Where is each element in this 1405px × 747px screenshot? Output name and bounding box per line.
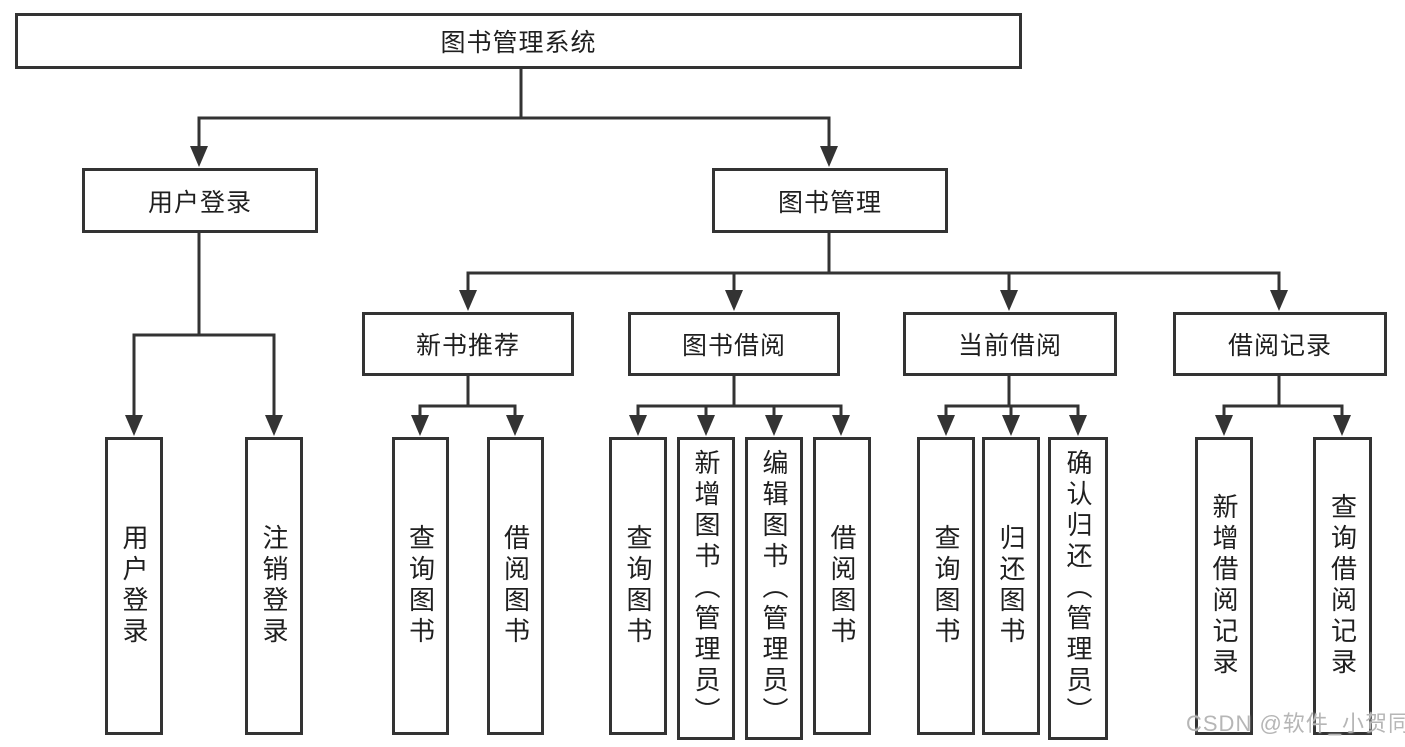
arrow-book-borrow bbox=[725, 290, 743, 311]
node-book-borrow-label: 图书借阅 bbox=[681, 332, 786, 360]
leaf-user-login: 用户登录 bbox=[105, 437, 163, 735]
arrow-leaf-borrow-2 bbox=[832, 415, 850, 436]
arrow-leaf-confirm-return bbox=[1069, 415, 1087, 436]
arrow-leaf-query-2 bbox=[629, 415, 647, 436]
node-current-borrow-label: 当前借阅 bbox=[957, 332, 1062, 360]
leaf-query-book-recommend: 查询图书 bbox=[392, 437, 449, 735]
leaf-add-book-admin: 新增图书（管理员） bbox=[677, 437, 735, 740]
node-root-label: 图书管理系统 bbox=[440, 29, 597, 57]
edge-level3-bar bbox=[466, 271, 1281, 292]
leaf-confirm-return-admin: 确认归还（管理员） bbox=[1048, 437, 1108, 740]
node-borrow-record-label: 借阅记录 bbox=[1227, 332, 1332, 360]
arrow-leaf-borrow-1 bbox=[506, 415, 524, 436]
leaf-borrow-book-recommend: 借阅图书 bbox=[487, 437, 544, 735]
leaf-edit-book-admin: 编辑图书（管理员） bbox=[745, 437, 803, 740]
node-book-management-label: 图书管理 bbox=[777, 188, 882, 217]
arrow-leaf-query-3 bbox=[937, 415, 955, 436]
arrow-new-book bbox=[459, 290, 477, 311]
leaf-query-book-current: 查询图书 bbox=[917, 437, 975, 735]
arrow-user-login bbox=[190, 146, 208, 167]
edge-level2-bar bbox=[197, 116, 831, 149]
arrow-leaf-logout bbox=[265, 415, 283, 436]
edge-book-borrow-bar bbox=[636, 404, 843, 418]
arrow-leaf-edit-book bbox=[765, 415, 783, 436]
node-user-login: 用户登录 bbox=[82, 168, 318, 233]
arrow-book-mgmt bbox=[820, 146, 838, 167]
arrow-leaf-return bbox=[1002, 415, 1020, 436]
leaf-query-book-borrow: 查询图书 bbox=[609, 437, 667, 735]
leaf-query-borrow-record: 查询借阅记录 bbox=[1313, 437, 1372, 735]
edge-borrow-record-bar bbox=[1222, 404, 1344, 418]
arrow-borrow-record bbox=[1270, 290, 1288, 311]
node-user-login-label: 用户登录 bbox=[147, 188, 252, 217]
csdn-watermark: CSDN @软件_小贺同学 bbox=[1186, 711, 1405, 736]
leaf-borrow-book: 借阅图书 bbox=[813, 437, 871, 735]
node-book-borrow: 图书借阅 bbox=[628, 312, 840, 376]
arrow-leaf-add-record bbox=[1215, 415, 1233, 436]
arrow-current-borrow bbox=[1000, 290, 1018, 311]
leaf-return-book: 归还图书 bbox=[982, 437, 1040, 735]
arrow-leaf-query-record bbox=[1333, 415, 1351, 436]
edge-new-book-bar bbox=[418, 404, 517, 418]
node-new-book-recommend: 新书推荐 bbox=[362, 312, 574, 376]
leaf-add-borrow-record: 新增借阅记录 bbox=[1195, 437, 1253, 735]
node-book-management: 图书管理 bbox=[712, 168, 948, 233]
leaf-logout: 注销登录 bbox=[245, 437, 303, 735]
edge-user-login-bar bbox=[132, 333, 276, 417]
arrow-leaf-query-1 bbox=[411, 415, 429, 436]
arrow-leaf-user-login bbox=[125, 415, 143, 436]
arrow-leaf-add-book bbox=[697, 415, 715, 436]
node-new-book-recommend-label: 新书推荐 bbox=[415, 332, 520, 360]
node-root: 图书管理系统 bbox=[15, 13, 1022, 69]
node-borrow-record: 借阅记录 bbox=[1173, 312, 1387, 376]
node-current-borrow: 当前借阅 bbox=[903, 312, 1117, 376]
